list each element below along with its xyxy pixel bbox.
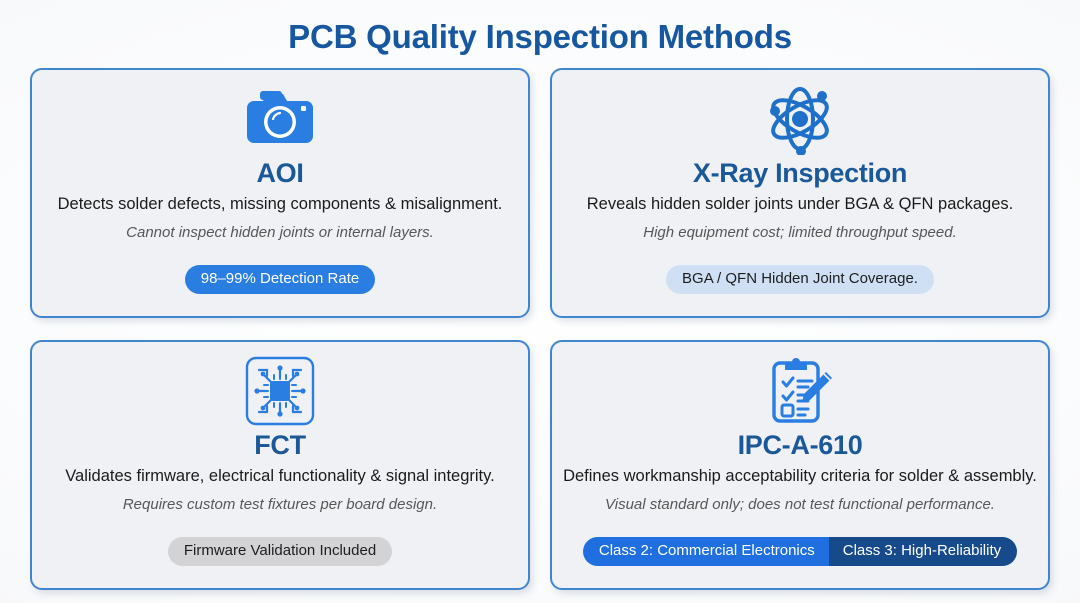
circuit-chip-icon (245, 354, 315, 428)
card-description: Reveals hidden solder joints under BGA &… (586, 195, 1014, 213)
card-note: Requires custom test fixtures per board … (122, 496, 438, 513)
card-note: Cannot inspect hidden joints or internal… (126, 224, 434, 241)
badge-class-3[interactable]: Class 3: High-Reliability (828, 536, 1018, 566)
badge-firmware-validation[interactable]: Firmware Validation Included (167, 536, 393, 566)
camera-icon (242, 82, 318, 156)
card-x-ray-inspection[interactable]: X-Ray Inspection Reveals hidden solder j… (550, 68, 1050, 318)
card-aoi[interactable]: AOI Detects solder defects, missing comp… (30, 68, 530, 318)
card-fct[interactable]: FCT Validates firmware, electrical funct… (30, 340, 530, 590)
badge-row: BGA / QFN Hidden Joint Coverage. (666, 264, 934, 294)
methods-grid: AOI Detects solder defects, missing comp… (30, 68, 1050, 590)
clipboard-check-pencil-icon (764, 354, 836, 428)
card-description: Detects solder defects, missing componen… (57, 195, 503, 213)
card-title: FCT (254, 430, 306, 460)
badge-row: 98–99% Detection Rate (184, 264, 376, 294)
card-description: Defines workmanship acceptability criter… (563, 467, 1037, 485)
card-description: Validates firmware, electrical functiona… (65, 467, 495, 485)
card-title: X-Ray Inspection (692, 158, 908, 188)
badge-bga-qfn-coverage[interactable]: BGA / QFN Hidden Joint Coverage. (666, 264, 934, 294)
badge-row: Class 2: Commercial Electronics Class 3:… (582, 536, 1018, 566)
atom-icon (760, 82, 840, 156)
page-title: PCB Quality Inspection Methods (288, 18, 792, 55)
card-title: IPC-A-610 (737, 430, 863, 460)
badge-detection-rate[interactable]: 98–99% Detection Rate (184, 264, 376, 294)
card-title: AOI (256, 158, 304, 188)
card-ipc-a-610[interactable]: IPC-A-610 Defines workmanship acceptabil… (550, 340, 1050, 590)
card-note: Visual standard only; does not test func… (605, 496, 995, 513)
badge-row: Firmware Validation Included (167, 536, 393, 566)
badge-class-2[interactable]: Class 2: Commercial Electronics (582, 536, 829, 566)
card-note: High equipment cost; limited throughput … (643, 224, 957, 241)
